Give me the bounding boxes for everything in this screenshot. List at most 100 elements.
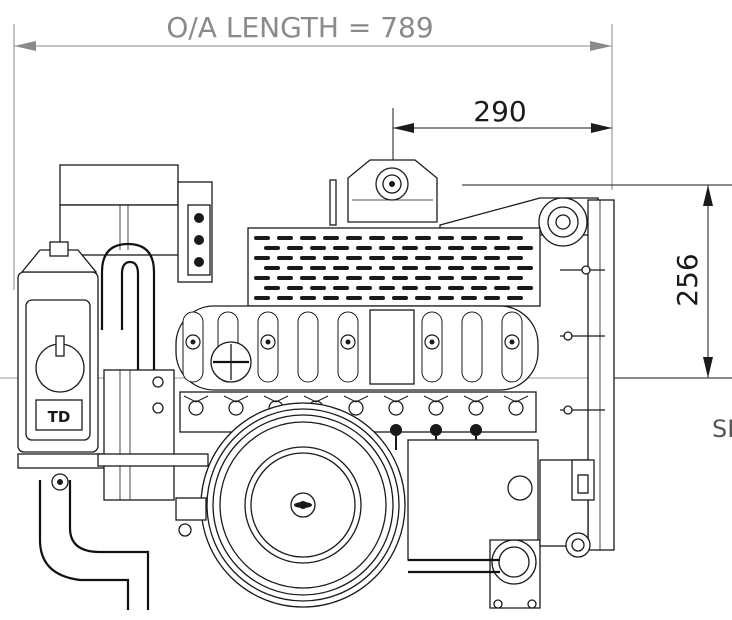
grille-slot bbox=[356, 266, 372, 270]
grille-slot bbox=[402, 286, 418, 290]
grille-slot bbox=[392, 296, 408, 300]
grille-slot bbox=[369, 276, 385, 280]
manifold-bolt-center bbox=[509, 339, 515, 345]
rail-fitting bbox=[348, 400, 364, 416]
offset-horizontal-dimension: 290 bbox=[392, 95, 612, 170]
grille-slot bbox=[300, 256, 316, 260]
grille-slot bbox=[300, 296, 316, 300]
injector-nozzle bbox=[430, 424, 442, 436]
rail-fitting bbox=[428, 400, 444, 416]
grille-slot bbox=[379, 266, 395, 270]
grille-slot bbox=[392, 256, 408, 260]
throttle-body bbox=[210, 341, 252, 383]
grille-slot bbox=[425, 246, 441, 250]
grille-slot bbox=[287, 246, 303, 250]
grille-slot bbox=[507, 256, 523, 260]
grille-slot bbox=[333, 286, 349, 290]
manifold-bolt-center bbox=[429, 339, 435, 345]
grille-slot bbox=[392, 236, 408, 240]
offset-vertical-label: 256 bbox=[671, 253, 704, 306]
grille-slot bbox=[448, 246, 464, 250]
manifold-bolt-center bbox=[265, 339, 271, 345]
grille-slot bbox=[356, 246, 372, 250]
rail-fitting bbox=[388, 400, 404, 416]
grille-slot bbox=[438, 236, 454, 240]
offset-vertical-dimension: 256 bbox=[462, 184, 732, 379]
grille-slot bbox=[402, 266, 418, 270]
grille-slot bbox=[484, 236, 500, 240]
left-engine-mount bbox=[97, 369, 209, 537]
overall-length-dimension: O/A LENGTH = 789 bbox=[13, 11, 613, 290]
rail-fitting bbox=[228, 400, 244, 416]
grille-slot bbox=[461, 256, 477, 260]
manifold-port bbox=[461, 311, 483, 383]
grille-slot bbox=[369, 256, 385, 260]
grille-slot bbox=[254, 296, 270, 300]
grille-slot bbox=[448, 266, 464, 270]
grille-slot bbox=[369, 296, 385, 300]
grille-slot bbox=[264, 286, 280, 290]
grille-slot bbox=[254, 256, 270, 260]
grille-slot bbox=[333, 246, 349, 250]
grille-slot bbox=[264, 266, 280, 270]
rail-fitting bbox=[508, 400, 524, 416]
grille-slot bbox=[310, 246, 326, 250]
lifting-eye-bracket bbox=[329, 159, 438, 226]
grille-slot bbox=[346, 236, 362, 240]
grille-slot bbox=[287, 286, 303, 290]
grille-slot bbox=[323, 236, 339, 240]
grille-slot bbox=[438, 276, 454, 280]
grille-slot bbox=[310, 286, 326, 290]
grille-slot bbox=[254, 236, 270, 240]
rail-fitting bbox=[468, 400, 484, 416]
manifold-port bbox=[297, 311, 319, 383]
grille-slot bbox=[471, 286, 487, 290]
rail-clip bbox=[223, 395, 249, 403]
grille-slot bbox=[323, 296, 339, 300]
grille-slot bbox=[461, 236, 477, 240]
lower-right-housing bbox=[407, 439, 595, 609]
edge-text-fragment: SI bbox=[712, 415, 732, 443]
grille-slot bbox=[471, 266, 487, 270]
rail-fitting bbox=[188, 400, 204, 416]
grille-slot bbox=[517, 266, 533, 270]
grille-slot bbox=[402, 246, 418, 250]
grille-slot bbox=[346, 276, 362, 280]
side-bolts bbox=[560, 265, 605, 415]
offset-horizontal-label: 290 bbox=[473, 95, 526, 128]
grille-slot bbox=[323, 276, 339, 280]
grille-slot bbox=[517, 286, 533, 290]
exhaust-pipe bbox=[38, 242, 156, 610]
grille-slot bbox=[517, 246, 533, 250]
grille-slot bbox=[471, 246, 487, 250]
grille-slot bbox=[369, 236, 385, 240]
grille-slot bbox=[277, 296, 293, 300]
grille-slot bbox=[494, 246, 510, 250]
grille-slot bbox=[277, 276, 293, 280]
grille-slot bbox=[333, 266, 349, 270]
grille-slot bbox=[310, 266, 326, 270]
grille-slot bbox=[392, 276, 408, 280]
rail-clip bbox=[423, 395, 449, 403]
grille-slot bbox=[425, 286, 441, 290]
manifold-bolt-center bbox=[190, 339, 196, 345]
rail-clip bbox=[503, 395, 529, 403]
grille-slot bbox=[356, 286, 372, 290]
grille-slot bbox=[415, 236, 431, 240]
intake-manifold bbox=[175, 305, 539, 391]
grille-slot bbox=[507, 236, 523, 240]
grille-slot bbox=[300, 276, 316, 280]
rail-clip bbox=[343, 395, 369, 403]
rail-clip bbox=[263, 395, 289, 403]
grille-slot bbox=[415, 256, 431, 260]
grille-slot bbox=[323, 256, 339, 260]
rail-clip bbox=[303, 395, 329, 403]
grille-slot bbox=[415, 296, 431, 300]
grille-slot bbox=[484, 256, 500, 260]
grille-slot bbox=[277, 236, 293, 240]
grille-slot bbox=[264, 246, 280, 250]
rail-clip bbox=[183, 395, 209, 403]
grille-slot bbox=[346, 256, 362, 260]
grille-slot bbox=[448, 286, 464, 290]
